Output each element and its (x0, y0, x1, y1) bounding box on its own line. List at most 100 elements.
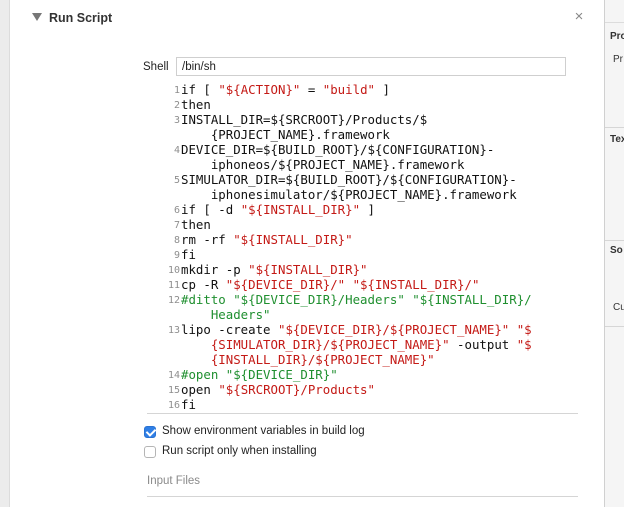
code-token: open (181, 382, 219, 397)
string-token: "${INSTALL_DIR}" (240, 202, 361, 217)
code-token: then (181, 97, 211, 112)
line-code: INSTALL_DIR=${SRCROOT}/Products/$ {PROJE… (181, 112, 578, 142)
line-code: if [ -d "${INSTALL_DIR}" ] (181, 202, 578, 217)
run-script-phase-header[interactable]: Run Script × (10, 0, 604, 36)
inspector-panel: Pro Pr Tex So Cu (604, 0, 624, 507)
left-gutter-strip (0, 0, 10, 507)
line-number: 16 (167, 400, 180, 411)
code-token: DEVICE_DIR=${BUILD_ROOT}/${CONFIGURATION… (181, 142, 495, 172)
line-number: 8 (173, 235, 180, 246)
inspector-field-label: Cu (613, 302, 624, 313)
line-number: 3 (173, 115, 180, 126)
code-token (509, 322, 516, 337)
line-code: if [ "${ACTION}" = "build" ] (181, 82, 578, 97)
string-token: "build" (322, 82, 375, 97)
line-number: 9 (173, 250, 180, 261)
line-code: cp -R "${DEVICE_DIR}/" "${INSTALL_DIR}/" (181, 277, 578, 292)
inspector-section-title: So (610, 245, 623, 256)
string-token: "${ACTION}" (218, 82, 301, 97)
line-code: fi (181, 247, 578, 262)
code-token: = (300, 82, 323, 97)
string-token: "${INSTALL_DIR}" (248, 262, 368, 277)
inspector-divider (605, 326, 624, 327)
inspector-section-title: Tex (610, 134, 624, 145)
disclosure-triangle-icon[interactable] (32, 13, 42, 21)
line-number: 15 (167, 385, 180, 396)
line-code: #ditto "${DEVICE_DIR}/Headers" "${INSTAL… (181, 292, 578, 322)
script-line: 14#open "${DEVICE_DIR}" (147, 367, 578, 382)
string-token: "${DEVICE_DIR}/" (225, 277, 346, 292)
line-code: DEVICE_DIR=${BUILD_ROOT}/${CONFIGURATION… (181, 142, 578, 172)
code-token: fi (181, 397, 196, 412)
code-token (345, 277, 352, 292)
code-token: if [ -d (181, 202, 241, 217)
line-code: mkdir -p "${INSTALL_DIR}" (181, 262, 578, 277)
code-token: lipo -create (181, 322, 278, 337)
code-token: then (181, 217, 211, 232)
line-number: 1 (173, 85, 180, 96)
comment-token: #open "${DEVICE_DIR}" (181, 367, 338, 382)
inspector-divider (605, 127, 624, 128)
code-token: cp -R (181, 277, 226, 292)
string-token: "$ {SIMULATOR_DIR}/${PROJECT_NAME}" (210, 322, 532, 352)
line-number: 5 (173, 175, 180, 186)
string-token: "${SRCROOT}/Products" (218, 382, 375, 397)
line-code: fi (181, 397, 578, 412)
code-token: SIMULATOR_DIR=${BUILD_ROOT}/${CONFIGURAT… (181, 172, 517, 202)
shell-input[interactable] (176, 57, 566, 76)
line-number: 7 (173, 220, 180, 231)
line-code: #open "${DEVICE_DIR}" (181, 367, 578, 382)
line-code: lipo -create "${DEVICE_DIR}/${PROJECT_NA… (181, 322, 578, 367)
line-number: 2 (173, 100, 180, 111)
string-token: "${INSTALL_DIR}" (233, 232, 353, 247)
inspector-toolbar (605, 0, 624, 23)
line-number: 10 (167, 265, 180, 276)
line-number: 13 (167, 325, 180, 336)
close-icon[interactable]: × (574, 8, 584, 25)
code-token: fi (181, 247, 196, 262)
phase-title: Run Script (49, 11, 113, 25)
run-only-installing-label: Run script only when installing (162, 445, 317, 457)
line-number: 14 (167, 370, 180, 381)
line-number: 11 (167, 280, 180, 291)
string-token: "$ {INSTALL_DIR}/${PROJECT_NAME}" (210, 337, 532, 367)
show-env-vars-label: Show environment variables in build log (162, 425, 365, 437)
input-files-divider (147, 496, 578, 497)
line-number: 6 (173, 205, 180, 216)
line-number: 4 (173, 145, 180, 156)
code-token: rm -rf (181, 232, 234, 247)
run-only-installing-checkbox[interactable] (144, 446, 156, 458)
checkmark-icon (145, 426, 157, 437)
comment-token: #ditto "${DEVICE_DIR}/Headers" "${INSTAL… (181, 292, 532, 322)
string-token: "${DEVICE_DIR}/${PROJECT_NAME}" (277, 322, 510, 337)
code-token: if [ (181, 82, 219, 97)
shell-label: Shell (143, 61, 169, 73)
line-code: then (181, 217, 578, 232)
inspector-divider (605, 240, 624, 241)
inspector-field-label: Pr (613, 54, 623, 65)
input-files-label: Input Files (147, 475, 201, 487)
code-token: ] (374, 82, 390, 97)
line-code: rm -rf "${INSTALL_DIR}" (181, 232, 578, 247)
code-token: ] (360, 202, 375, 217)
line-code: SIMULATOR_DIR=${BUILD_ROOT}/${CONFIGURAT… (181, 172, 578, 202)
inspector-section-title: Pro (610, 31, 624, 42)
show-env-vars-checkbox[interactable] (144, 426, 157, 438)
line-code: then (181, 97, 578, 112)
script-line: 12#ditto "${DEVICE_DIR}/Headers" "${INST… (147, 292, 578, 322)
